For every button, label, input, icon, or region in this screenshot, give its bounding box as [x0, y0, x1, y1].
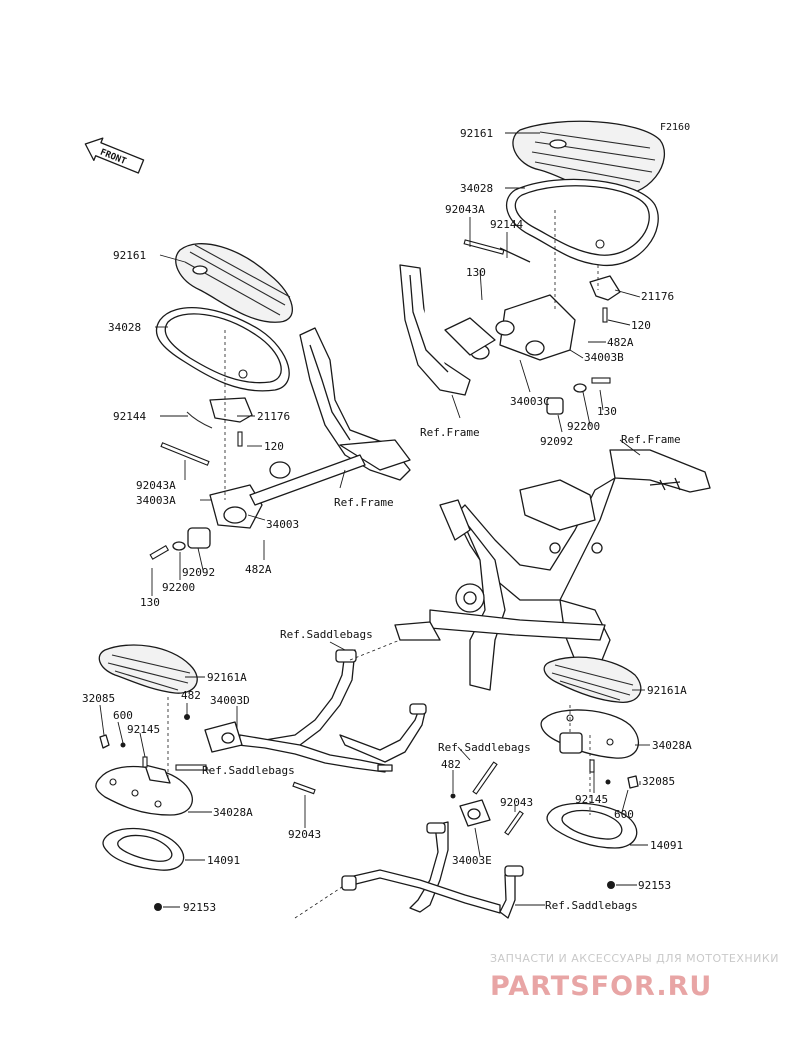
label-21176-right: 21176	[641, 290, 674, 303]
label-92144-left: 92144	[113, 410, 146, 423]
label-ref-saddlebags-2: Ref.Saddlebags	[202, 764, 295, 777]
footboard-plate-left	[155, 307, 290, 392]
label-92092-left: 92092	[182, 566, 215, 579]
label-21176-left: 21176	[257, 410, 290, 423]
label-92043A-right: 92043A	[445, 203, 485, 216]
frame-section-left	[249, 327, 411, 506]
label-92161-top: 92161	[460, 127, 493, 140]
diagram-code: F2160	[660, 122, 690, 133]
label-34003: 34003	[266, 518, 299, 531]
footboard-rubber-left	[175, 243, 293, 323]
label-ref-frame-2: Ref.Frame	[621, 433, 681, 446]
small-parts-lower-right	[589, 759, 639, 789]
label-600-right: 600	[614, 808, 634, 821]
watermark-logo: PARTSFOR.RU	[490, 971, 712, 1002]
footboard-bracket-left	[186, 397, 253, 447]
label-92144-right: 92144	[490, 218, 523, 231]
label-34003A: 34003A	[136, 494, 176, 507]
saddlebag-stay-right	[341, 821, 524, 919]
front-arrow-icon: FRONT	[84, 137, 145, 174]
label-ref-frame-3: Ref.Frame	[334, 496, 394, 509]
small-parts-lower-left	[99, 714, 316, 795]
bracket-right-34003E	[450, 761, 524, 836]
label-92200-right: 92200	[567, 420, 600, 433]
label-ref-frame-1: Ref.Frame	[420, 426, 480, 439]
footboard-rubber-top-right	[512, 120, 666, 196]
label-34028A-left: 34028A	[213, 806, 253, 819]
label-34003C: 34003C	[510, 395, 550, 408]
label-34028-left: 34028	[108, 321, 141, 334]
label-92043A-left: 92043A	[136, 479, 176, 492]
label-ref-saddlebags-3: Ref.Saddlebags	[438, 741, 531, 754]
label-130-right-a: 130	[466, 266, 486, 279]
frame-section-top-right	[399, 264, 496, 396]
label-92153-right: 92153	[638, 879, 671, 892]
label-34028-top: 34028	[460, 182, 493, 195]
label-ref-saddlebags-4: Ref.Saddlebags	[545, 899, 638, 912]
footboard-plate-lower-left	[95, 764, 193, 816]
callout-labels: 92161 34028 92043A 92144 130 21176 120 4…	[82, 127, 692, 914]
footboard-rubber-lower-right	[543, 656, 642, 703]
label-130-right-b: 130	[597, 405, 617, 418]
label-92200-left: 92200	[162, 581, 195, 594]
footboard-rubber-lower-left	[98, 644, 198, 694]
label-120-right: 120	[631, 319, 651, 332]
label-32085-left: 32085	[82, 692, 115, 705]
watermark-subtitle: ЗАПЧАСТИ И АКСЕССУАРЫ ДЛЯ МОТОТЕХНИКИ	[490, 952, 779, 965]
pivot-bracket-top-right	[463, 239, 576, 361]
label-130-left: 130	[140, 596, 160, 609]
label-92145-right: 92145	[575, 793, 608, 806]
footboard-plate-top-right	[506, 178, 659, 266]
label-32085-right: 32085	[642, 775, 675, 788]
label-92145-left: 92145	[127, 723, 160, 736]
label-92161A-left: 92161A	[207, 671, 247, 684]
footboard-bracket-top-right	[589, 275, 621, 323]
label-120-left: 120	[264, 440, 284, 453]
bushing-top-right	[546, 377, 611, 415]
label-600-left: 600	[113, 709, 133, 722]
label-14091-left: 14091	[207, 854, 240, 867]
label-92153-left: 92153	[183, 901, 216, 914]
label-92161A-right: 92161A	[647, 684, 687, 697]
bracket-left-34003D	[175, 721, 243, 771]
leader-lines	[99, 132, 650, 919]
footboard-cover-lower-right	[546, 802, 638, 889]
main-frame	[394, 449, 711, 691]
footboard-cover-lower-left	[102, 827, 185, 911]
footboard-plate-lower-right	[540, 709, 639, 759]
label-92043-left: 92043	[288, 828, 321, 841]
label-482-right: 482	[441, 758, 461, 771]
saddlebag-stay-left	[237, 649, 427, 773]
label-ref-saddlebags-1: Ref.Saddlebags	[280, 628, 373, 641]
label-482-left: 482	[181, 689, 201, 702]
label-34003D: 34003D	[210, 694, 250, 707]
label-482A-right: 482A	[607, 336, 634, 349]
label-92161-left: 92161	[113, 249, 146, 262]
watermark: ЗАПЧАСТИ И АКСЕССУАРЫ ДЛЯ МОТОТЕХНИКИ PA…	[490, 952, 779, 1002]
label-92043-right: 92043	[500, 796, 533, 809]
label-34003E: 34003E	[452, 854, 492, 867]
label-92092-right: 92092	[540, 435, 573, 448]
label-34003B: 34003B	[584, 351, 624, 364]
label-14091-right: 14091	[650, 839, 683, 852]
pivot-assembly-left	[149, 442, 263, 560]
label-482A-left: 482A	[245, 563, 272, 576]
label-34028A-right: 34028A	[652, 739, 692, 752]
